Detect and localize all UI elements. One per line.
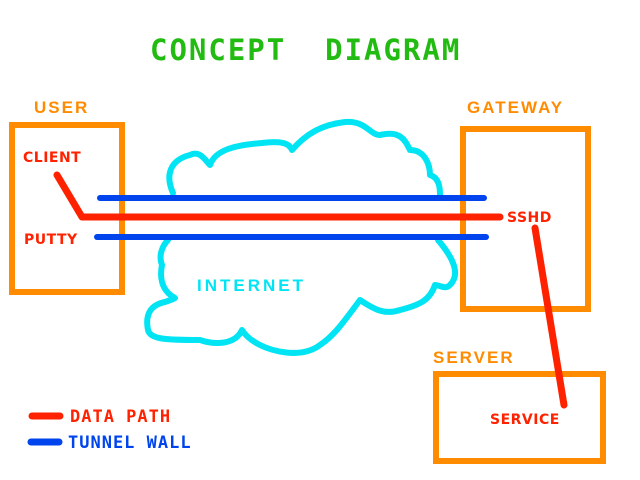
sshd-label: SSHD bbox=[507, 210, 552, 226]
server-box bbox=[433, 371, 606, 464]
client-label: CLIENT bbox=[23, 150, 81, 166]
server-heading: SERVER bbox=[433, 348, 515, 367]
legend-label-data-path: DATA PATH bbox=[70, 407, 171, 427]
user-box bbox=[9, 122, 125, 295]
data-path-sshd-to-service bbox=[531, 224, 568, 409]
putty-label: PUTTY bbox=[24, 232, 78, 248]
diagram-title: CONCEPT DIAGRAM bbox=[150, 33, 461, 67]
user-heading: USER bbox=[34, 98, 89, 117]
internet-cloud bbox=[144, 118, 459, 356]
service-label: SERVICE bbox=[490, 412, 560, 428]
gateway-heading: GATEWAY bbox=[467, 98, 564, 117]
internet-label: INTERNET bbox=[197, 276, 306, 295]
legend-label-tunnel-wall: TUNNEL WALL bbox=[68, 433, 192, 453]
data-path-client-to-sshd bbox=[53, 171, 504, 221]
legend: DATA PATH TUNNEL WALL bbox=[27, 407, 192, 453]
